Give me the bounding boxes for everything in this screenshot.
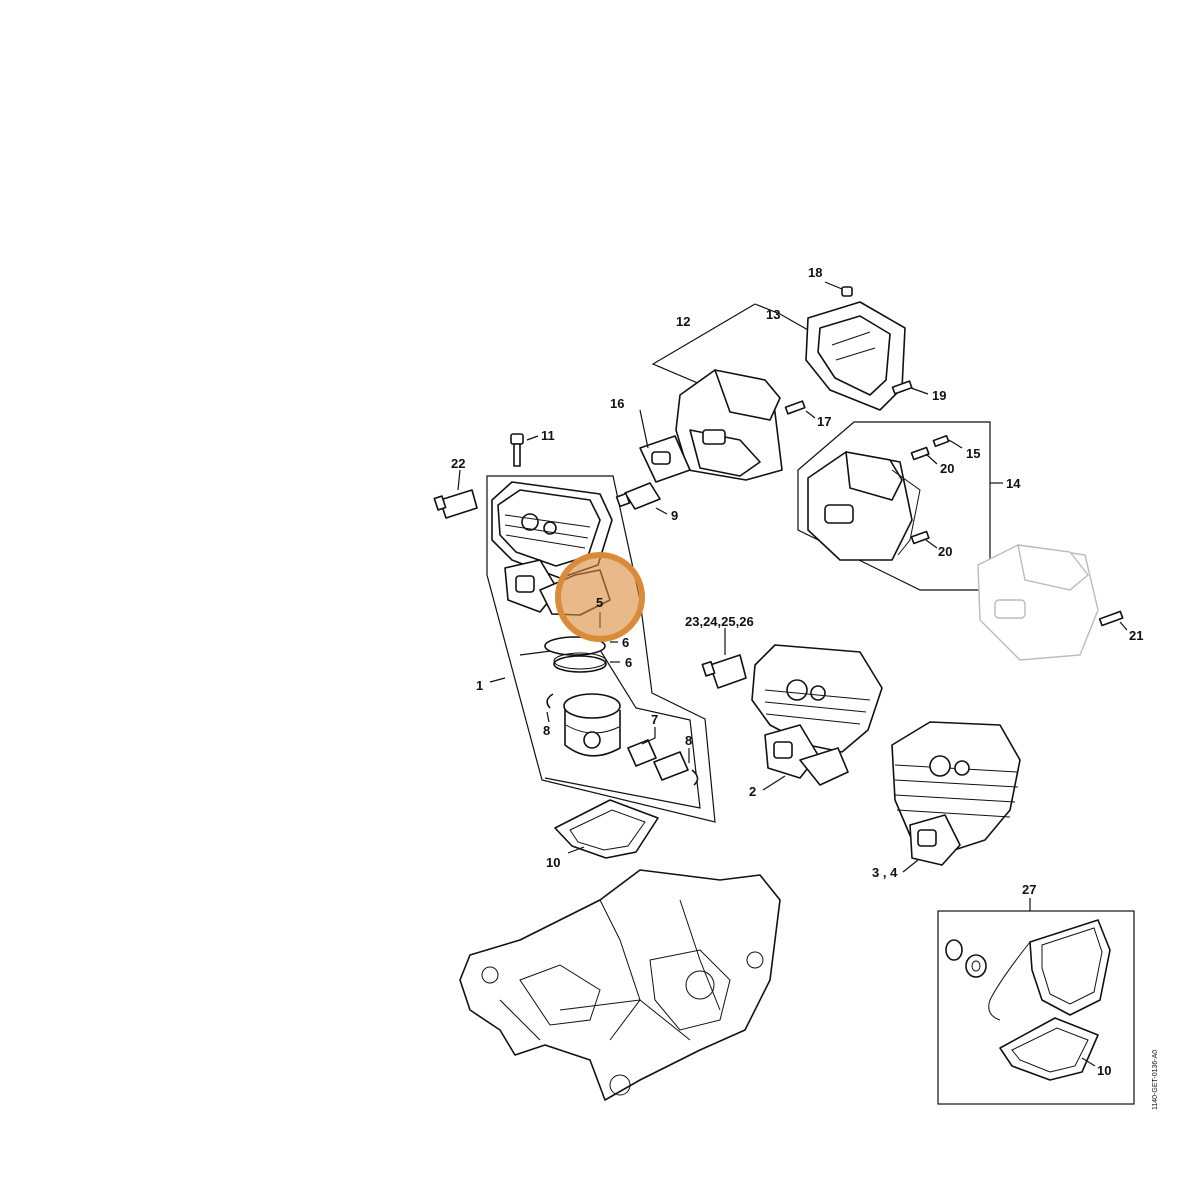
screw-21-part bbox=[1098, 610, 1124, 627]
callout-20a[interactable]: 20 bbox=[940, 461, 954, 476]
muffler-gasket-part bbox=[639, 435, 691, 483]
callout-20b[interactable]: 20 bbox=[938, 544, 952, 559]
crankcase-part bbox=[459, 869, 781, 1101]
decompression-valve-part bbox=[615, 482, 661, 510]
group-13-leader bbox=[754, 303, 809, 331]
ghost-muffler bbox=[977, 544, 1099, 661]
callout-14[interactable]: 14 bbox=[1006, 476, 1021, 491]
callout-15[interactable]: 15 bbox=[966, 446, 980, 461]
drawing-code: 1140-GET-0136-A0 bbox=[1152, 1050, 1159, 1110]
callout-9[interactable]: 9 bbox=[671, 508, 678, 523]
group-12-bracket bbox=[651, 303, 756, 385]
muffler-assembly-part bbox=[807, 451, 921, 561]
muffler-cover-part bbox=[805, 301, 906, 411]
screw-20b-part bbox=[910, 530, 930, 545]
screw-18-part bbox=[841, 286, 853, 297]
callout-10b[interactable]: 10 bbox=[1097, 1063, 1111, 1078]
spark-plug-part bbox=[433, 489, 478, 519]
piston-part bbox=[563, 693, 621, 757]
screw-20a-part bbox=[910, 446, 930, 461]
callout-21[interactable]: 21 bbox=[1129, 628, 1143, 643]
cylinder-2-part bbox=[751, 644, 883, 786]
kit-27-frame bbox=[937, 910, 1135, 1105]
spark-plug-23-part bbox=[701, 654, 747, 689]
callout-22[interactable]: 22 bbox=[451, 456, 465, 471]
callout-27[interactable]: 27 bbox=[1022, 882, 1036, 897]
callout-8b[interactable]: 8 bbox=[685, 733, 692, 748]
callout-6b[interactable]: 6 bbox=[625, 655, 632, 670]
screw-17-part bbox=[784, 400, 806, 415]
cylinder-base-gasket-part bbox=[554, 799, 659, 859]
callout-10a[interactable]: 10 bbox=[546, 855, 560, 870]
piston-pin-part bbox=[627, 739, 689, 781]
callout-19[interactable]: 19 bbox=[932, 388, 946, 403]
piston-ring-part bbox=[544, 636, 607, 673]
screw-11-part bbox=[510, 433, 524, 467]
callout-11[interactable]: 11 bbox=[541, 428, 555, 443]
highlight-marker[interactable] bbox=[555, 552, 645, 642]
callout-8a[interactable]: 8 bbox=[543, 723, 550, 738]
callout-6a[interactable]: 6 bbox=[622, 635, 629, 650]
kit-27-gasket-set bbox=[945, 919, 1111, 1081]
callout-23-26[interactable]: 23,24,25,26 bbox=[685, 614, 754, 629]
screw-15-part bbox=[932, 434, 950, 448]
callout-5[interactable]: 5 bbox=[596, 595, 603, 610]
circlip-right-part bbox=[691, 769, 699, 786]
callout-13[interactable]: 13 bbox=[766, 307, 780, 322]
cylinder-3-4-part bbox=[891, 721, 1021, 866]
callout-1[interactable]: 1 bbox=[476, 678, 483, 693]
callout-17[interactable]: 17 bbox=[817, 414, 831, 429]
circlip-left-part bbox=[546, 693, 554, 709]
callout-7[interactable]: 7 bbox=[651, 712, 658, 727]
leader-lines bbox=[457, 281, 1128, 1067]
callout-3-4[interactable]: 3 , 4 bbox=[872, 865, 898, 880]
kit-1-frame bbox=[486, 475, 716, 823]
callout-12[interactable]: 12 bbox=[676, 314, 690, 329]
screw-19-part bbox=[891, 380, 913, 395]
callout-16[interactable]: 16 bbox=[610, 396, 624, 411]
callout-18[interactable]: 18 bbox=[808, 265, 822, 280]
callout-2[interactable]: 2 bbox=[749, 784, 756, 799]
muffler-housing-part bbox=[675, 369, 783, 481]
